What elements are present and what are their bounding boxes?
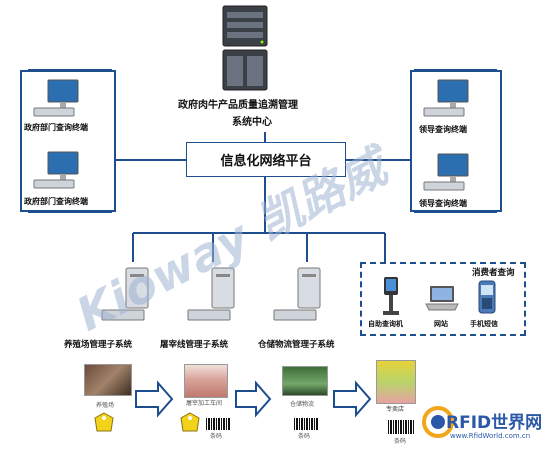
slaughter-caption: 屠宰加工车间 [186,400,223,407]
logo-main-text: RFID世界网 [446,413,543,433]
farm-caption: 养殖场 [96,402,115,409]
ear-tag-icon [180,412,200,432]
shop-photo [376,360,416,404]
storage-caption: 仓储物流 [290,401,315,408]
mobile-phone-icon [478,280,496,314]
computer-icon [101,267,149,321]
server-icon [222,5,268,91]
computer-icon [33,79,79,117]
barcode-label: 条码 [210,433,223,440]
farm-photo [84,364,132,396]
ear-tag-icon [94,412,114,432]
leader-terminal-label-2: 领导查询终端 [419,199,467,208]
barcode-image [294,418,318,430]
center-title-line1: 政府肉牛产品质量追溯管理 [178,100,298,111]
network-platform-box: 信息化网络平台 [186,142,346,177]
consumer-title: 消费者查询 [472,268,515,278]
subsystem-label-slaughter: 屠宰线管理子系统 [160,340,229,350]
shop-caption: 专卖店 [386,406,405,413]
computer-icon [273,267,321,321]
laptop-icon [425,286,459,311]
gov-terminal-label-1: 政府部门查询终端 [24,123,88,132]
computer-icon [423,153,469,191]
kiosk-icon [383,277,399,315]
storage-photo [282,366,328,396]
rfid-world-logo: RFID世界网 www.RfidWorld.com.cn [420,404,556,446]
barcode-label: 条码 [394,438,407,445]
computer-icon [187,267,235,321]
subsystem-label-storage: 仓储物流管理子系统 [258,340,335,350]
barcode-image [388,420,414,434]
slaughter-photo [184,364,228,398]
consumer-query-box [360,262,526,336]
platform-label: 信息化网络平台 [220,154,312,169]
consumer-item-website: 网站 [434,320,448,328]
barcode-image [206,418,230,430]
computer-icon [423,79,469,117]
computer-icon [33,151,79,189]
leader-terminal-label-1: 领导查询终端 [419,125,467,134]
subsystem-label-farm: 养殖场管理子系统 [64,340,133,350]
consumer-item-kiosk: 自助查询机 [368,320,403,328]
logo-url: www.RfidWorld.com.cn [450,432,531,440]
consumer-item-sms: 手机短信 [470,320,498,328]
gov-terminal-label-2: 政府部门查询终端 [24,197,88,206]
logo-ring-icon [422,406,454,438]
center-title-line2: 系统中心 [232,117,272,128]
barcode-label: 条码 [298,433,311,440]
